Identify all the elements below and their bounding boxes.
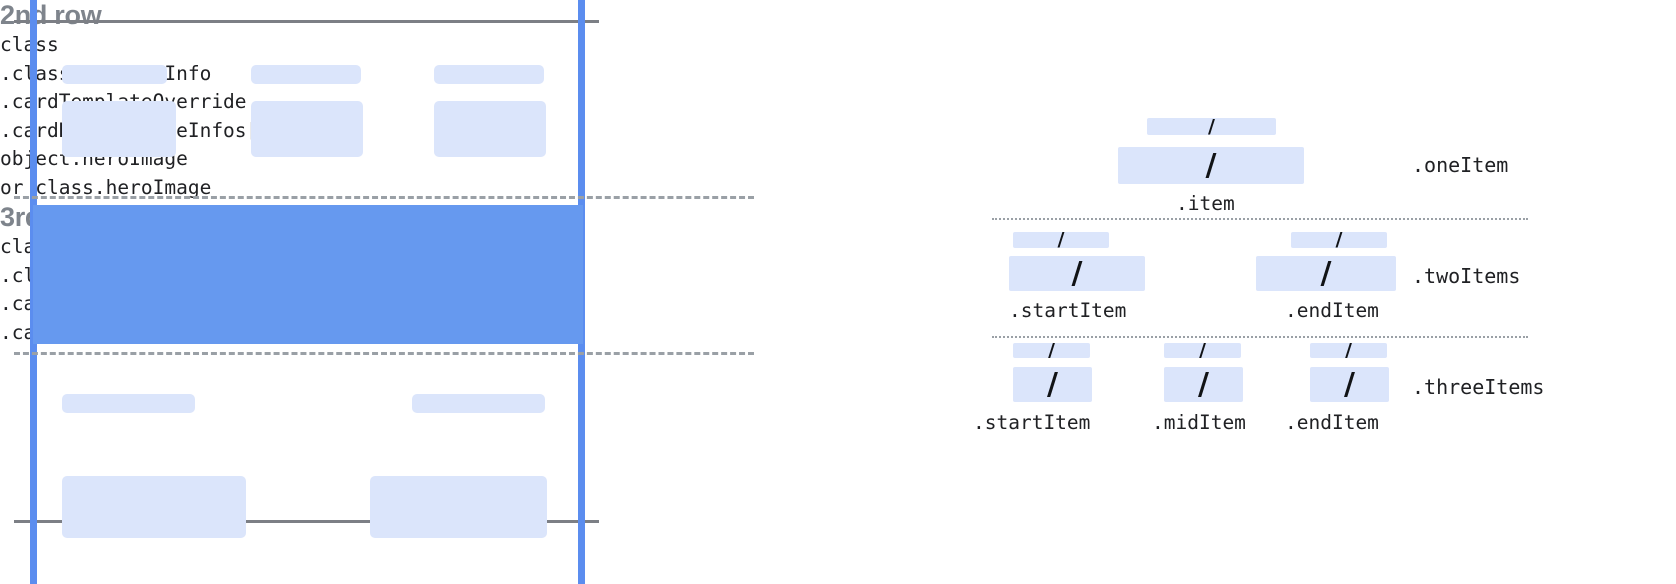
hero-image-band: [33, 205, 583, 344]
twoitems-startitem-label-chip: /: [1013, 232, 1109, 248]
threeitems-miditem-label: .midItem: [1152, 411, 1246, 434]
threeitems-startitem-value-chip: /: [1013, 367, 1092, 402]
row2-cell3-label-placeholder: [434, 65, 544, 84]
slash-glyph: /: [1345, 343, 1352, 358]
slash-glyph: /: [1071, 256, 1083, 291]
twoitems-startitem-value-chip: /: [1009, 256, 1145, 291]
hero-code-line-1: or class.heroImage: [0, 175, 212, 199]
slash-glyph: /: [1320, 256, 1332, 291]
card-bottom-rule: [14, 520, 599, 523]
row3-cell1-label-placeholder: [62, 394, 195, 413]
group-label-oneitem: .oneItem: [1412, 153, 1509, 177]
row2-cell2-label-placeholder: [251, 65, 361, 84]
threeitems-enditem-label: .endItem: [1285, 411, 1379, 434]
row2-cell1-label-placeholder: [62, 65, 167, 84]
threeitems-enditem-value-chip: /: [1310, 367, 1389, 402]
slash-glyph: /: [1205, 147, 1217, 183]
row3-cell2-label-placeholder: [412, 394, 545, 413]
slash-glyph: /: [1057, 232, 1065, 248]
card-top-rule: [14, 20, 599, 23]
threeitems-miditem-label-chip: /: [1164, 343, 1241, 358]
hero-row3-divider: [14, 352, 754, 355]
group-separator-1: [992, 218, 1528, 220]
row2-cell3-value-placeholder: [434, 101, 546, 157]
row2-cell1-value-placeholder: [62, 101, 176, 157]
threeitems-startitem-label-chip: /: [1013, 343, 1090, 358]
oneitem-item-value-chip: /: [1118, 147, 1304, 184]
slash-glyph: /: [1208, 118, 1215, 135]
oneitem-item-label: .item: [1176, 192, 1235, 215]
row2-cell2-value-placeholder: [251, 101, 363, 157]
group-label-twoitems: .twoItems: [1412, 264, 1521, 288]
group-separator-2: [992, 336, 1528, 338]
oneitem-item-label-chip: /: [1147, 118, 1276, 135]
threeitems-miditem-value-chip: /: [1164, 367, 1243, 402]
slash-glyph: /: [1048, 343, 1055, 358]
threeitems-startitem-label: .startItem: [973, 411, 1091, 434]
slash-glyph: /: [1335, 232, 1343, 248]
twoitems-startitem-label: .startItem: [1009, 299, 1127, 322]
threeitems-enditem-label-chip: /: [1310, 343, 1387, 358]
twoitems-enditem-label-chip: /: [1291, 232, 1387, 248]
row2-code-line-0: class: [0, 31, 1676, 60]
row2-hero-divider: [14, 196, 754, 199]
slash-glyph: /: [1198, 367, 1209, 402]
twoitems-enditem-value-chip: /: [1256, 256, 1396, 291]
row3-cell2-value-box: [370, 476, 547, 538]
slash-glyph: /: [1047, 367, 1058, 402]
row3-cell1-value-box: [62, 476, 246, 538]
twoitems-enditem-label: .endItem: [1285, 299, 1379, 322]
slash-glyph: /: [1199, 343, 1206, 358]
group-label-threeitems: .threeItems: [1412, 375, 1545, 399]
slash-glyph: /: [1344, 367, 1355, 402]
row2-heading: 2nd row: [0, 0, 102, 30]
